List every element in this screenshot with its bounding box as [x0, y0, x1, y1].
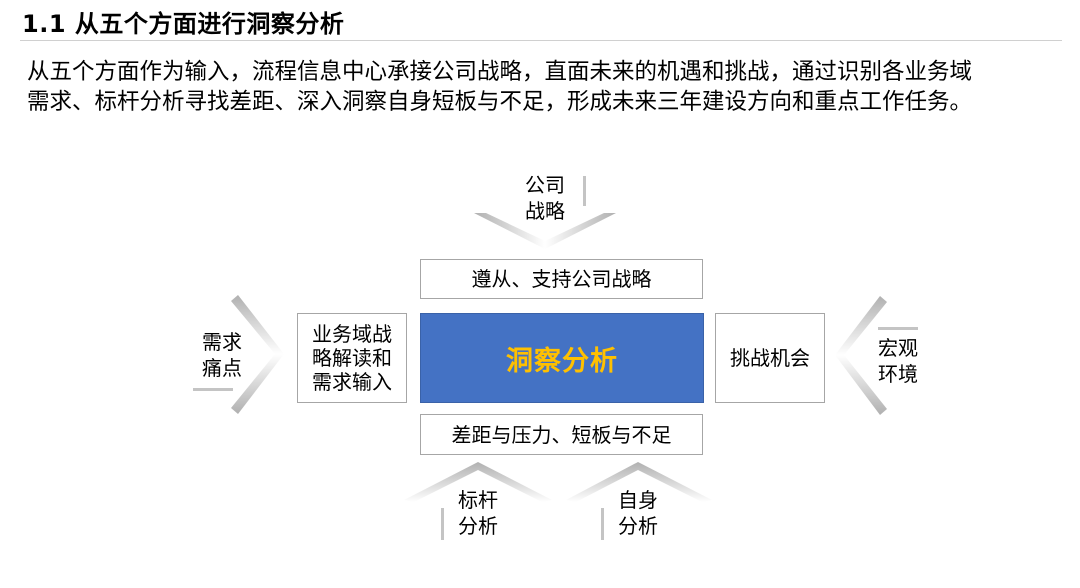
left-box-line3: 需求输入	[312, 370, 392, 394]
title-divider	[20, 40, 1062, 41]
input-label-demand-pain: 需求 痛点	[194, 329, 250, 381]
input-label-self-analysis-line2: 分析	[618, 514, 658, 538]
top-box: 遵从、支持公司战略	[420, 259, 703, 299]
section-title: 1.1 从五个方面进行洞察分析	[22, 10, 345, 38]
core-box: 洞察分析	[420, 313, 704, 403]
input-label-macro-env-line2: 环境	[878, 362, 918, 386]
input-label-macro-env: 宏观 环境	[870, 335, 926, 387]
input-label-self-analysis-line1: 自身	[618, 488, 658, 512]
input-label-benchmark: 标杆 分析	[448, 487, 508, 539]
intro-line-1: 从五个方面作为输入，流程信息中心承接公司战略，直面未来的机遇和挑战，通过识别各业…	[27, 59, 973, 85]
input-label-demand-pain-line2: 痛点	[202, 356, 242, 380]
input-label-benchmark-line2: 分析	[458, 514, 498, 538]
input-label-benchmark-line1: 标杆	[458, 488, 498, 512]
input-label-company-strategy: 公司 战略	[515, 172, 575, 224]
left-box: 业务域战 略解读和 需求输入	[297, 313, 407, 403]
input-label-company-strategy-line1: 公司	[525, 173, 565, 197]
left-box-line2: 略解读和	[312, 346, 392, 370]
input-label-macro-env-line1: 宏观	[878, 336, 918, 360]
intro-paragraph: 从五个方面作为输入，流程信息中心承接公司战略，直面未来的机遇和挑战，通过识别各业…	[27, 57, 1072, 117]
top-input-chevron	[474, 176, 616, 249]
right-box: 挑战机会	[715, 313, 825, 403]
right-input-chevron	[835, 296, 918, 415]
intro-line-2: 需求、标杆分析寻找差距、深入洞察自身短板与不足，形成未来三年建设方向和重点工作任…	[27, 89, 973, 115]
bottom-left-input-chevron	[404, 462, 552, 540]
input-label-demand-pain-line1: 需求	[202, 330, 242, 354]
left-input-chevron	[193, 295, 284, 414]
bottom-box: 差距与压力、短板与不足	[420, 414, 703, 455]
left-box-line1: 业务域战	[312, 322, 392, 346]
input-label-self-analysis: 自身 分析	[608, 487, 668, 539]
bottom-right-input-chevron	[566, 462, 712, 540]
input-label-company-strategy-line2: 战略	[525, 199, 565, 223]
